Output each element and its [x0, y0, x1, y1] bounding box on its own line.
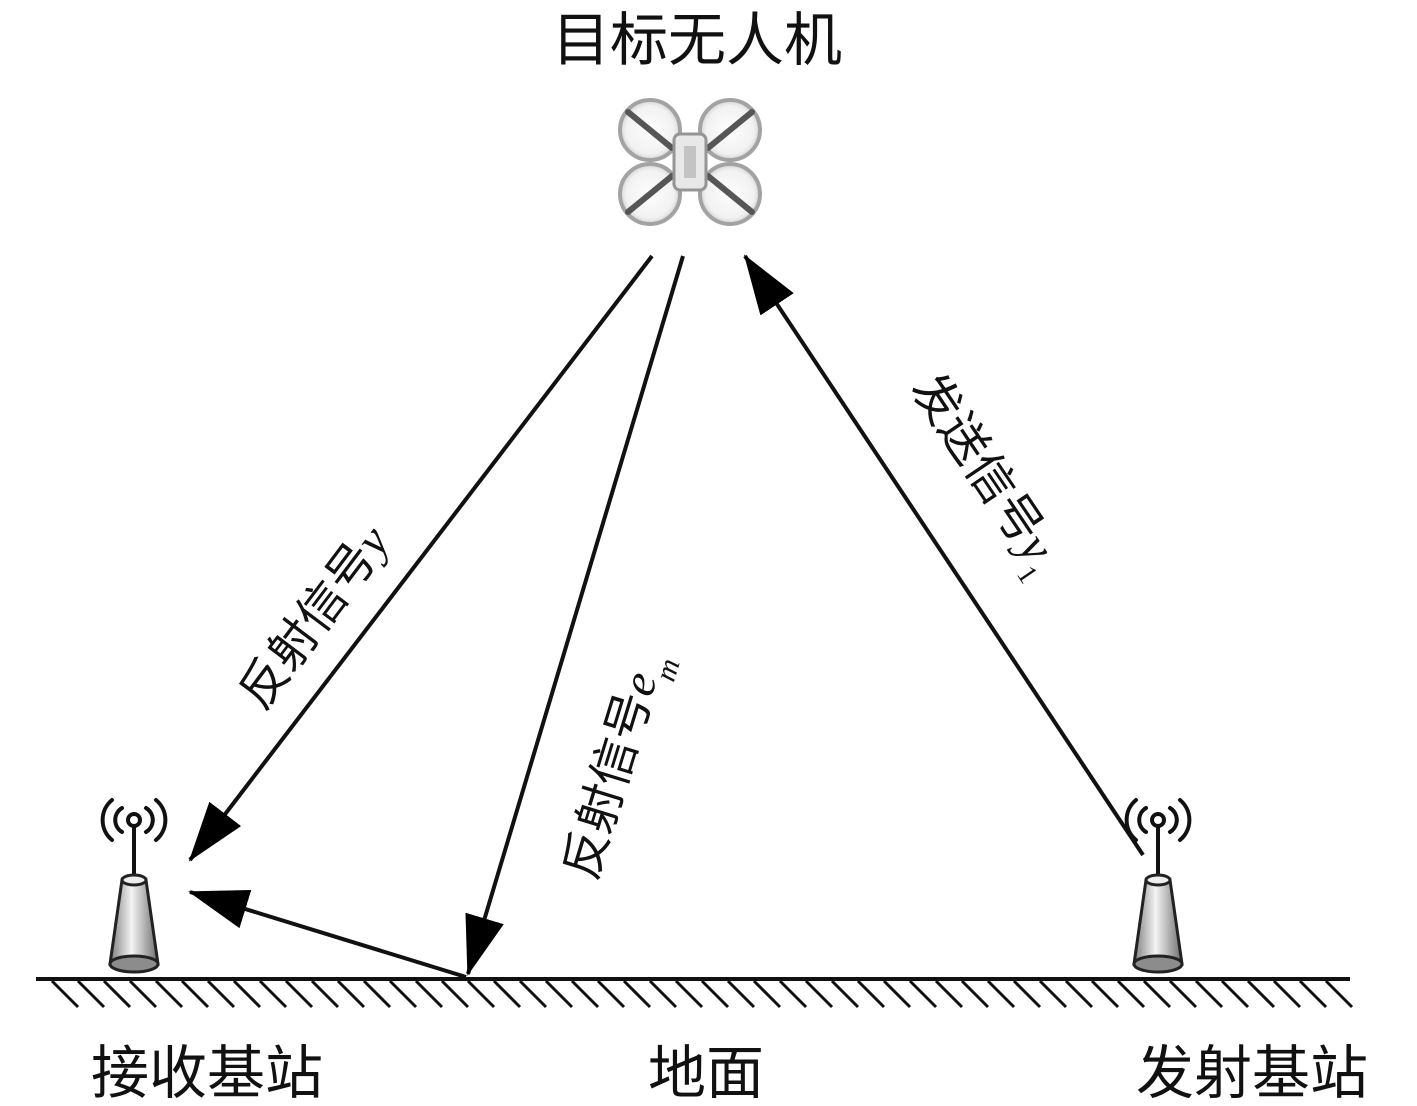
ground-hatch-mark [830, 979, 860, 1009]
ground-hatch-mark [908, 979, 938, 1009]
ground-hatch-mark [934, 979, 964, 1009]
ground-bounce-arrow [188, 889, 467, 979]
target-drone-label: 目标无人机 [552, 6, 842, 74]
ground-hatch-mark [232, 979, 262, 1009]
reflected-y-arrow [188, 254, 654, 862]
reflected-y-text: 反射信号 [228, 532, 388, 719]
ground-hatch-mark [310, 979, 340, 1009]
ground-hatch-mark [882, 979, 912, 1009]
ground-hatch-mark [206, 979, 236, 1009]
ground-hatch-mark [440, 979, 470, 1009]
ground-hatch-mark [1324, 979, 1354, 1009]
drone-icon [618, 98, 762, 226]
ground-hatch-mark [986, 979, 1016, 1009]
transmit-station-icon [1124, 798, 1192, 974]
ground-hatch-mark [180, 979, 210, 1009]
ground-hatch-mark [102, 979, 132, 1009]
ground-hatch-mark [544, 979, 574, 1009]
ground-hatch-mark [258, 979, 288, 1009]
ground-hatch-mark [1246, 979, 1276, 1009]
ground-hatch-mark [466, 979, 496, 1009]
ground-hatch-mark [674, 979, 704, 1009]
ground-hatch-mark [1064, 979, 1094, 1009]
ground-hatch-mark [648, 979, 678, 1009]
ground-hatch-mark [388, 979, 418, 1009]
ground-hatch-mark [960, 979, 990, 1009]
reflected-em-text: 反射信号 [553, 686, 663, 886]
ground-hatching [50, 979, 1354, 1009]
receive-station-icon [100, 798, 168, 974]
ground-hatch-mark [1272, 979, 1302, 1009]
reflected-em-label: 反射信号em [553, 644, 686, 888]
transmit-station-label: 发射基站 [1136, 1039, 1368, 1106]
ground-hatch-mark [76, 979, 106, 1009]
ground-hatch-mark [1298, 979, 1328, 1009]
ground-hatch-mark [1168, 979, 1198, 1009]
ground-hatch-mark [1194, 979, 1224, 1009]
ground-label: 地面 [648, 1039, 764, 1106]
ground-hatch-mark [1038, 979, 1068, 1009]
reflected-em-arrow [465, 255, 685, 976]
transmitted-y1-label: 发送信号y1 [891, 363, 1073, 589]
ground-hatch-mark [596, 979, 626, 1009]
ground-hatch-mark [1220, 979, 1250, 1009]
ground-hatch-mark [1116, 979, 1146, 1009]
ground-hatch-mark [362, 979, 392, 1009]
ground-hatch-mark [804, 979, 834, 1009]
receive-station-label: 接收基站 [91, 1039, 323, 1106]
ground-hatch-mark [700, 979, 730, 1009]
ground-hatch-mark [284, 979, 314, 1009]
ground-hatch-mark [752, 979, 782, 1009]
ground-hatch-mark [414, 979, 444, 1009]
transmitted-y1-arrow [743, 254, 1145, 857]
ground-hatch-mark [726, 979, 756, 1009]
ground-hatch-mark [518, 979, 548, 1009]
ground-hatch-mark [1012, 979, 1042, 1009]
ground-hatch-mark [856, 979, 886, 1009]
ground-hatch-mark [336, 979, 366, 1009]
ground-hatch-mark [622, 979, 652, 1009]
ground-hatch-mark [128, 979, 158, 1009]
ground-hatch-mark [1142, 979, 1172, 1009]
ground-hatch-mark [50, 979, 80, 1009]
ground-hatch-mark [154, 979, 184, 1009]
ground-hatch-mark [778, 979, 808, 1009]
ground-hatch-mark [570, 979, 600, 1009]
ground-hatch-mark [1090, 979, 1120, 1009]
ground-hatch-mark [492, 979, 522, 1009]
